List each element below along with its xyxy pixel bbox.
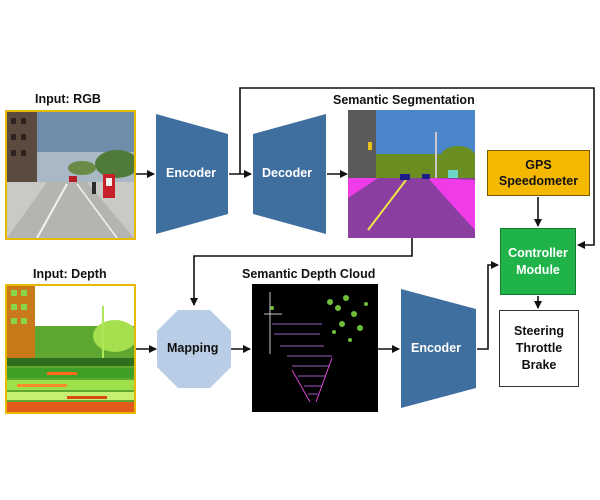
arrow-encoder-to-controller	[477, 265, 498, 349]
semantic-segmentation-label: Semantic Segmentation	[333, 93, 475, 107]
control-outputs-box: Steering Throttle Brake	[499, 310, 579, 387]
controller-label-line1: Controller	[508, 245, 568, 262]
encoder-top-label: Encoder	[166, 166, 216, 180]
input-rgb-label: Input: RGB	[35, 92, 101, 106]
decoder-label: Decoder	[262, 166, 312, 180]
depth-input-image	[5, 284, 136, 414]
controller-module-box: Controller Module	[500, 228, 576, 295]
encoder-bottom-label: Encoder	[411, 341, 461, 355]
semantic-depth-cloud-image	[252, 284, 378, 412]
mapping-label: Mapping	[167, 341, 218, 355]
brake-label: Brake	[522, 357, 557, 374]
gps-speedometer-box: GPS Speedometer	[487, 150, 590, 196]
speedometer-label: Speedometer	[499, 173, 578, 189]
input-depth-label: Input: Depth	[33, 267, 107, 281]
rgb-input-image	[5, 110, 136, 240]
throttle-label: Throttle	[516, 340, 563, 357]
semantic-segmentation-image	[348, 110, 475, 238]
steering-label: Steering	[514, 323, 564, 340]
gps-label: GPS	[525, 157, 551, 173]
semantic-depth-cloud-label: Semantic Depth Cloud	[242, 267, 375, 281]
controller-label-line2: Module	[516, 262, 560, 279]
